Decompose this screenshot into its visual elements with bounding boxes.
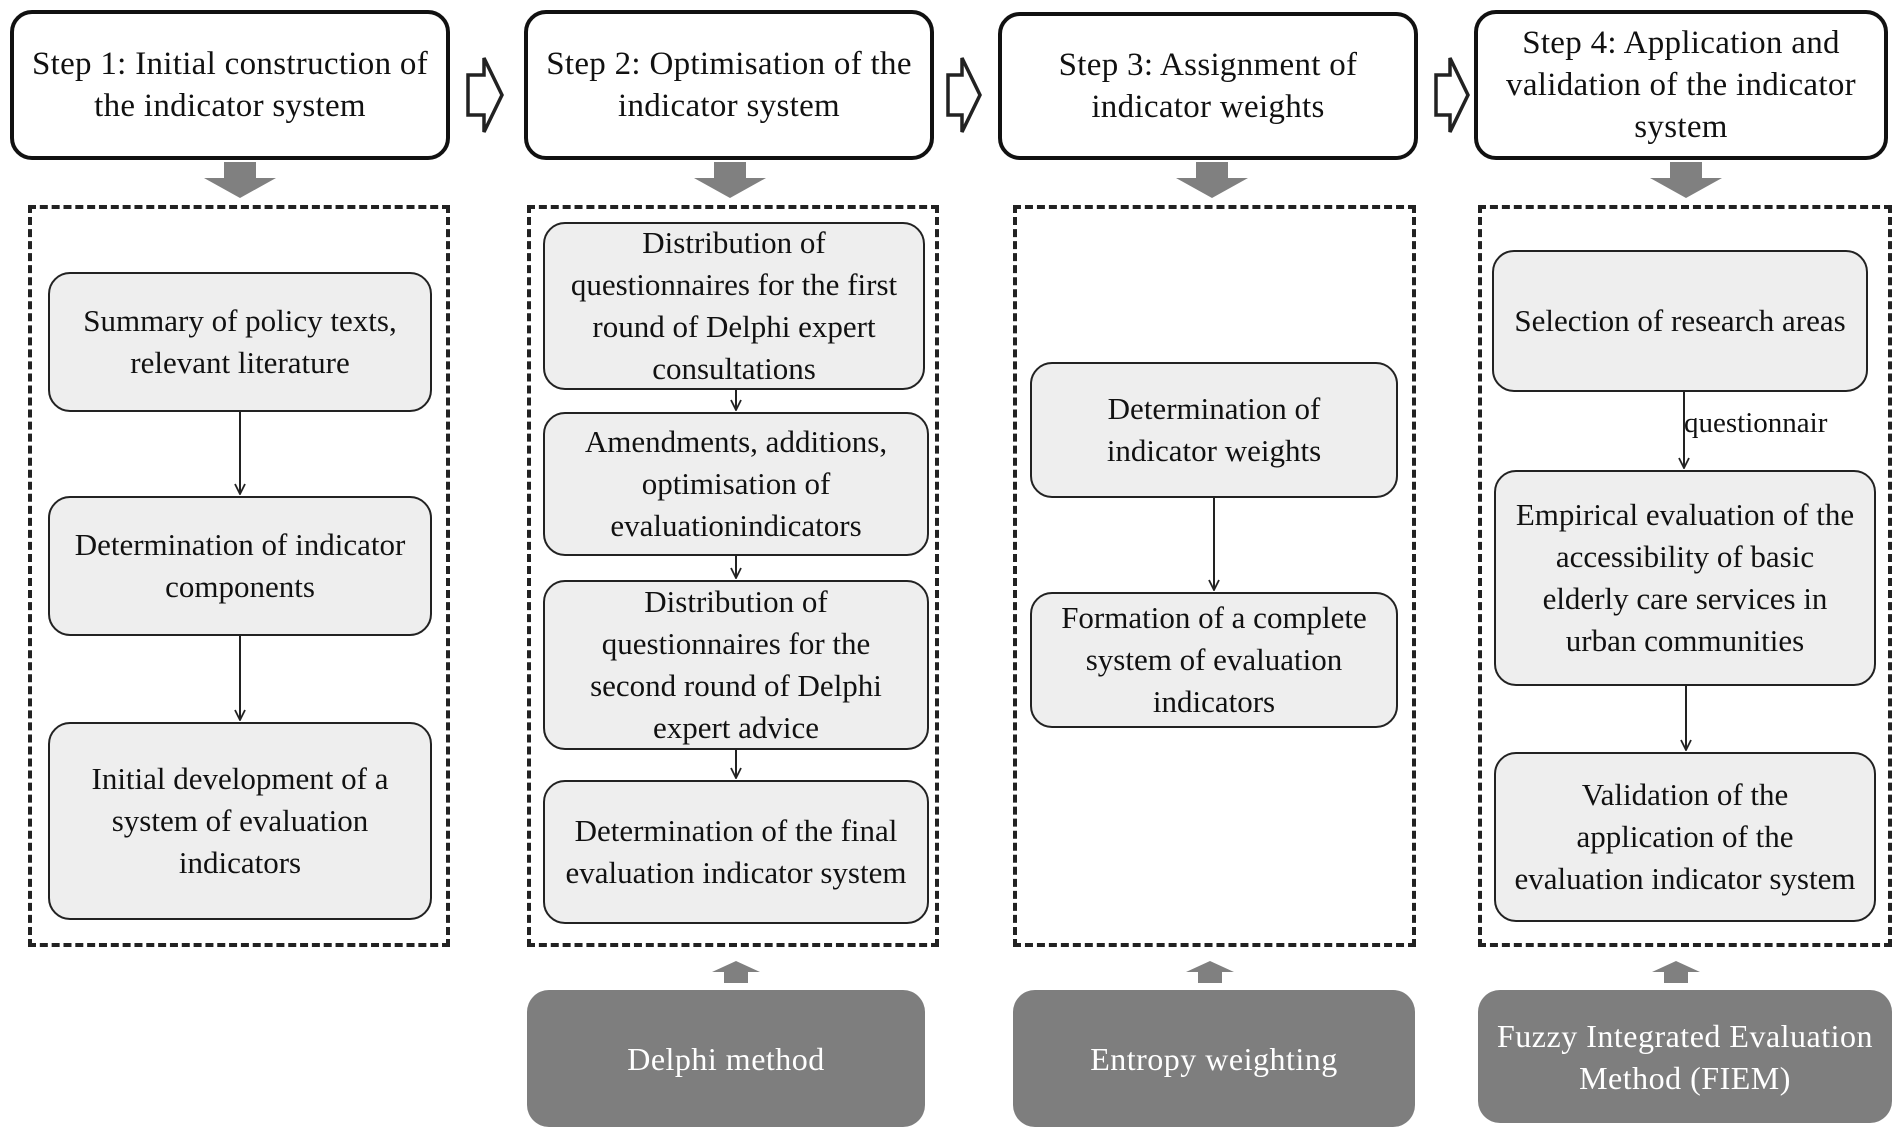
method-delphi: Delphi method bbox=[527, 990, 925, 1127]
method-label: Entropy weighting bbox=[1090, 1040, 1338, 1077]
step4-title: Step 4: Application and validation of th… bbox=[1506, 25, 1856, 145]
step4-header: Step 4: Application and validation of th… bbox=[1474, 10, 1888, 160]
method-label: Delphi method bbox=[627, 1040, 825, 1077]
step3-down-arrow bbox=[1176, 162, 1248, 198]
step4-node-label: Selection of research areas bbox=[1514, 303, 1846, 338]
step3-node-complete-system: Formation of a complete system of evalua… bbox=[1030, 592, 1398, 728]
step4-edge-label-questionnaire: questionnair bbox=[1684, 407, 1828, 439]
step2-node-first-round: Distribution of questionnaires for the f… bbox=[543, 222, 925, 390]
step4-node-label: Validation of the application of the eva… bbox=[1514, 777, 1856, 896]
method-label: Fuzzy Integrated Evaluation Method (FIEM… bbox=[1496, 1017, 1874, 1096]
step3-panel bbox=[1013, 205, 1416, 947]
step3-header: Step 3: Assignment of indicator weights bbox=[998, 12, 1418, 160]
step3-title: Step 3: Assignment of indicator weights bbox=[1058, 47, 1358, 125]
step3-node-label: Formation of a complete system of evalua… bbox=[1061, 600, 1367, 719]
step2-node-second-round: Distribution of questionnaires for the s… bbox=[543, 580, 929, 750]
step1-node-label: Initial development of a system of evalu… bbox=[91, 761, 389, 880]
step1-title: Step 1: Initial construction of the indi… bbox=[31, 46, 429, 124]
step2-node-label: Distribution of questionnaires for the f… bbox=[570, 225, 898, 386]
step4-node-label: Empirical evaluation of the accessibilit… bbox=[1515, 497, 1855, 658]
method-entropy-weighting: Entropy weighting bbox=[1013, 990, 1415, 1127]
delphi-up-arrow bbox=[712, 961, 760, 983]
step4-down-arrow bbox=[1650, 162, 1722, 198]
step2-node-amendments: Amendments, additions, optimisation of e… bbox=[543, 412, 929, 556]
entropy-up-arrow bbox=[1186, 961, 1234, 983]
step2-node-final-system: Determination of the final evaluation in… bbox=[543, 780, 929, 924]
step1-to-step2-arrow bbox=[466, 57, 504, 133]
step4-node-validation: Validation of the application of the eva… bbox=[1494, 752, 1876, 922]
fiem-up-arrow bbox=[1652, 961, 1700, 983]
step1-node-label: Summary of policy texts, relevant litera… bbox=[83, 303, 397, 380]
step1-node-indicator-components: Determination of indicator components bbox=[48, 496, 432, 636]
step3-to-step4-arrow bbox=[1434, 57, 1470, 133]
step4-node-empirical-evaluation: Empirical evaluation of the accessibilit… bbox=[1494, 470, 1876, 686]
step3-node-label: Determination of indicator weights bbox=[1106, 391, 1322, 468]
step1-node-policy-literature: Summary of policy texts, relevant litera… bbox=[48, 272, 432, 412]
step2-title: Step 2: Optimisation of the indicator sy… bbox=[546, 46, 912, 124]
step1-header: Step 1: Initial construction of the indi… bbox=[10, 10, 450, 160]
step1-down-arrow bbox=[204, 162, 276, 198]
step2-node-label: Determination of the final evaluation in… bbox=[565, 813, 907, 890]
step4-node-research-areas: Selection of research areas bbox=[1492, 250, 1868, 392]
step1-node-label: Determination of indicator components bbox=[74, 527, 406, 604]
method-fiem: Fuzzy Integrated Evaluation Method (FIEM… bbox=[1478, 990, 1892, 1123]
step3-node-weights: Determination of indicator weights bbox=[1030, 362, 1398, 498]
step2-node-label: Distribution of questionnaires for the s… bbox=[590, 584, 882, 745]
step1-node-initial-development: Initial development of a system of evalu… bbox=[48, 722, 432, 920]
step2-to-step3-arrow bbox=[946, 57, 982, 133]
step2-node-label: Amendments, additions, optimisation of e… bbox=[584, 424, 888, 543]
step2-header: Step 2: Optimisation of the indicator sy… bbox=[524, 10, 934, 160]
step2-down-arrow bbox=[694, 162, 766, 198]
